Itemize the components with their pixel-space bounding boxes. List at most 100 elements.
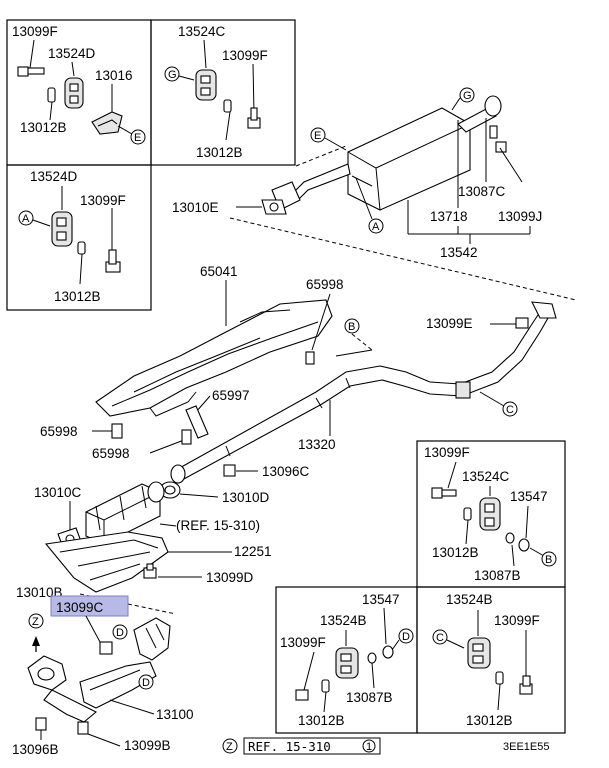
inset-box-top-middle xyxy=(150,19,296,166)
label-13099F-bc: 13099F xyxy=(280,635,326,650)
svg-text:D: D xyxy=(142,677,150,689)
bolt-icon xyxy=(92,423,123,439)
label-13099F-ml: 13099F xyxy=(80,193,126,208)
diagram-code: 3EE1E55 xyxy=(503,741,549,753)
callout-G-muffler: G xyxy=(451,87,475,111)
svg-text:E: E xyxy=(134,132,141,144)
label-13010E: 13010E xyxy=(172,200,219,215)
bushing-icon xyxy=(77,241,86,285)
callout-G-tm: G xyxy=(164,66,195,82)
gasket-13010D xyxy=(159,481,219,499)
svg-text:G: G xyxy=(168,69,177,81)
label-13099E: 13099E xyxy=(426,316,473,331)
label-13099D: 13099D xyxy=(206,570,254,585)
label-13087B-rm: 13087B xyxy=(474,568,521,583)
label-13012B-bc: 13012B xyxy=(298,713,345,728)
label-13542: 13542 xyxy=(440,245,478,260)
svg-text:REF. 15-310: REF. 15-310 xyxy=(248,739,331,754)
leader-ref xyxy=(159,523,177,527)
label-13099F-tl: 13099F xyxy=(12,24,58,39)
svg-text:Z: Z xyxy=(226,741,233,753)
main-muffler xyxy=(271,95,502,211)
label-13320: 13320 xyxy=(298,437,336,452)
svg-text:G: G xyxy=(463,90,472,102)
svg-text:C: C xyxy=(506,404,514,416)
label-13096B: 13096B xyxy=(12,742,59,757)
label-13524D-ml: 13524D xyxy=(30,169,78,184)
label-13099F-tm: 13099F xyxy=(222,48,268,63)
label-65998-lower: 65998 xyxy=(92,446,130,461)
label-13524B-bc: 13524B xyxy=(320,613,367,628)
rubber-hanger-icon xyxy=(51,186,73,247)
bolt-icon xyxy=(519,630,533,695)
heat-shield-65041 xyxy=(95,280,333,417)
ring-icon xyxy=(505,532,515,567)
inset-box-middle-left xyxy=(6,164,152,311)
svg-text:Z: Z xyxy=(32,616,39,628)
label-13099F-rm: 13099F xyxy=(424,445,470,460)
rubber-hanger-icon xyxy=(64,61,84,109)
rubber-hanger-icon xyxy=(195,39,217,101)
ring-icon xyxy=(367,652,377,689)
label-13099F-br: 13099F xyxy=(494,613,540,628)
label-13087C: 13087C xyxy=(458,184,506,199)
ring-icon xyxy=(382,607,394,659)
label-12251: 12251 xyxy=(234,544,272,559)
label-13718: 13718 xyxy=(430,209,468,224)
label-13100: 13100 xyxy=(156,707,194,722)
label-13012B-rm: 13012B xyxy=(432,545,479,560)
svg-text:D: D xyxy=(116,627,124,639)
label-13524C-tm: 13524C xyxy=(178,24,226,39)
bolt-icon xyxy=(105,208,121,273)
label-13099J: 13099J xyxy=(498,209,542,224)
label-13010D: 13010D xyxy=(222,490,270,505)
callout-A-muffler: A xyxy=(355,177,384,234)
bushing-icon xyxy=(495,671,504,711)
callout-D-bc: D xyxy=(391,628,414,651)
callout-E-tl: E xyxy=(117,125,146,145)
label-13547-rm: 13547 xyxy=(510,489,548,504)
nut-icon xyxy=(223,464,258,477)
ref-15-310: (REF. 15-310) xyxy=(176,518,260,533)
rubber-hanger-icon xyxy=(479,486,501,531)
leader-13100 xyxy=(109,699,155,715)
label-13099B: 13099B xyxy=(124,738,171,753)
callout-C-br: C xyxy=(432,629,465,649)
svg-text:A: A xyxy=(22,213,30,225)
label-13524D-tl: 13524D xyxy=(48,46,96,61)
callout-E-muffler: E xyxy=(295,127,347,167)
svg-text:A: A xyxy=(372,221,380,233)
bolt-icon xyxy=(431,461,457,499)
bushing-icon xyxy=(223,99,232,141)
bushing-icon xyxy=(463,507,472,545)
svg-text:B: B xyxy=(348,321,355,333)
svg-text:B: B xyxy=(545,554,552,566)
label-65998-top: 65998 xyxy=(306,277,344,292)
callout-B-top: B xyxy=(335,318,373,357)
label-13087B-bc: 13087B xyxy=(346,690,393,705)
bracket-65997 xyxy=(185,395,211,439)
svg-text:E: E xyxy=(314,130,321,142)
bolt-icon xyxy=(143,563,202,579)
heat-shield-12251 xyxy=(44,531,232,593)
bolt-icon xyxy=(77,721,121,747)
callout-C-pipe: C xyxy=(479,391,518,417)
label-13096C: 13096C xyxy=(262,464,310,479)
highlight-13099C xyxy=(50,595,129,617)
gasket-13010E xyxy=(236,199,287,215)
svg-text:C: C xyxy=(436,632,444,644)
rubber-hanger-icon xyxy=(335,630,359,679)
nut-icon xyxy=(35,717,47,740)
callout-D-b: D xyxy=(138,674,154,690)
label-13099C: 13099C xyxy=(56,600,104,615)
inset-box-bottom-right xyxy=(416,586,566,734)
callout-D-a: D xyxy=(112,624,128,640)
pipe-13320 xyxy=(170,301,557,484)
bolt-icon xyxy=(247,63,261,129)
label-13012B-br: 13012B xyxy=(466,713,513,728)
label-13010C: 13010C xyxy=(34,485,82,500)
callout-B-rm: B xyxy=(529,547,557,567)
ring-icon xyxy=(518,505,530,552)
bolt-icon xyxy=(295,651,315,701)
